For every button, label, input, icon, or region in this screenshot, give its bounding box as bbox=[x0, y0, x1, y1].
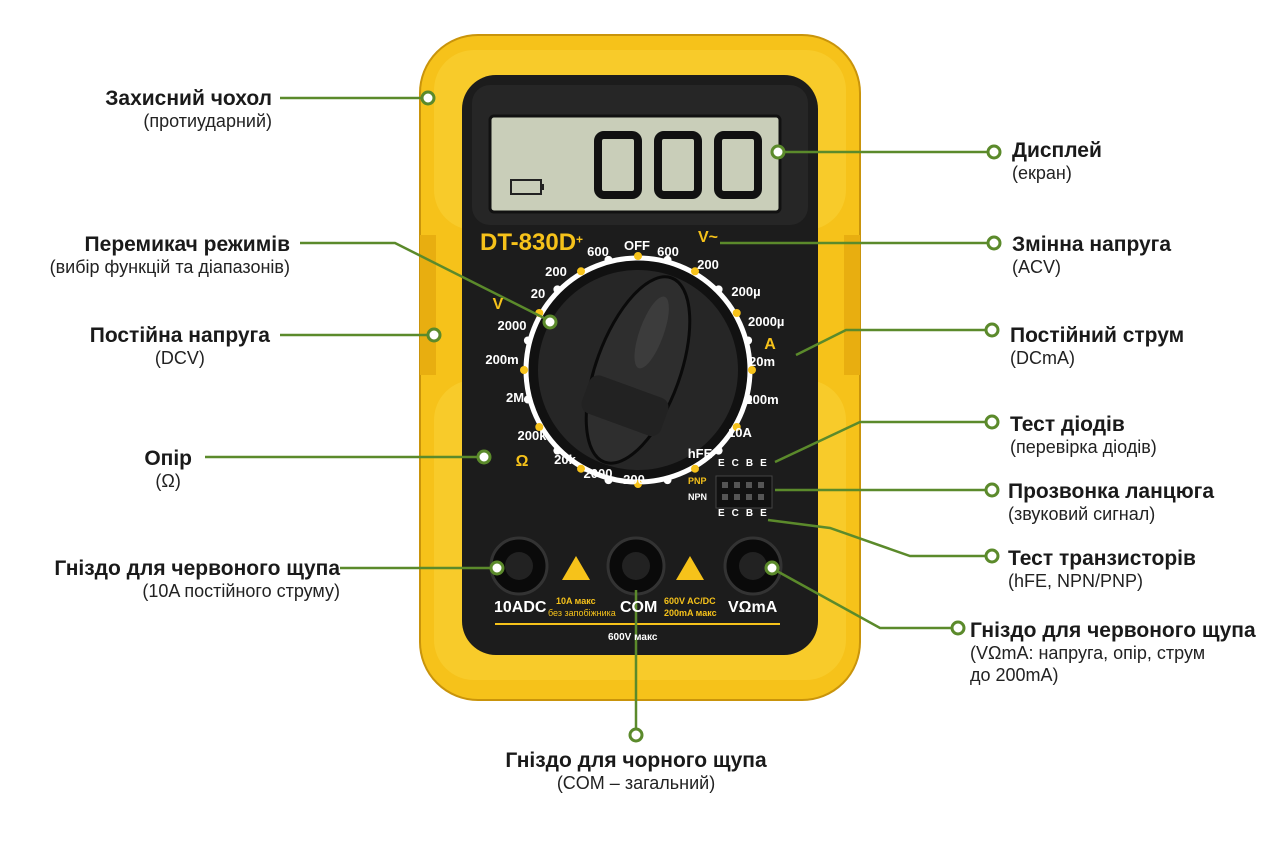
model-name: DT-830D+ bbox=[480, 229, 584, 256]
transistor-socket[interactable] bbox=[715, 475, 773, 509]
dial-label-v-ac-200: 200 bbox=[697, 257, 719, 272]
display-digits bbox=[594, 131, 762, 199]
dial-tick bbox=[663, 476, 672, 485]
callout-ohm: Опір(Ω) bbox=[144, 447, 192, 492]
dial-tick bbox=[604, 255, 613, 264]
jack-label-com: COM bbox=[620, 599, 658, 616]
dial-label-a-2000u: 2000µ bbox=[748, 314, 785, 329]
dial-label-r-2000: 2000 bbox=[583, 466, 613, 481]
dial-label-a-dc-sym: A bbox=[764, 336, 776, 353]
dial-tick bbox=[744, 395, 753, 404]
warning-icon bbox=[562, 556, 590, 580]
warn-left-line2: без запобіжника bbox=[548, 608, 616, 618]
callout-black-com: Гніздо для чорного щупа(COM – загальний) bbox=[505, 749, 767, 794]
callout-display: Дисплей(екран) bbox=[1012, 139, 1102, 184]
warning-icon bbox=[676, 556, 704, 580]
dial-tick bbox=[523, 395, 532, 404]
warn-right-line2: 200mA макс bbox=[664, 608, 717, 618]
meter-body bbox=[462, 75, 818, 655]
callout-red-10a: Гніздо для червоного щупа(10A постійного… bbox=[54, 557, 340, 602]
dial-tick bbox=[714, 285, 723, 294]
max-voltage-label: 600V макс bbox=[608, 632, 658, 643]
dial-label-v-dc-sym: V bbox=[492, 296, 504, 313]
dial-label-v-ac-600: 600 bbox=[657, 244, 679, 259]
dial-label-r-200: 200 bbox=[623, 472, 645, 487]
callout-case: Захисний чохол(протиударний) bbox=[105, 87, 272, 132]
callout-dcma: Постійний струм(DCmA) bbox=[1010, 324, 1185, 369]
dial-tick bbox=[634, 480, 642, 488]
socket-row-top: ECBE bbox=[718, 458, 774, 469]
dial-label-r-200k: 200k bbox=[517, 428, 547, 443]
dial-label-r-20k: 20k bbox=[554, 452, 576, 467]
dial-label-v-dc-600: 600 bbox=[587, 244, 609, 259]
dial-tick bbox=[732, 309, 741, 317]
dial-tick bbox=[577, 267, 585, 276]
dial-tick bbox=[663, 255, 672, 264]
dial-label-v-dc-20: 20 bbox=[530, 286, 546, 301]
callout-switch: Перемикач режимів(вибір функцій та діапа… bbox=[49, 233, 290, 278]
dial-label-off: OFF bbox=[624, 238, 650, 253]
npn-label: NPN bbox=[688, 492, 708, 502]
callout-diode: Тест діодів(перевірка діодів) bbox=[1010, 413, 1157, 458]
dial-tick bbox=[553, 446, 562, 455]
dial-tick bbox=[732, 423, 741, 431]
callout-red-vohm: Гніздо для червоного щупа (VΩmA: напруга… bbox=[970, 619, 1256, 685]
dial-label-hfe: hFE bbox=[687, 446, 713, 461]
dial-label-v-dc-200m: 200m bbox=[485, 352, 519, 367]
dial-tick bbox=[523, 336, 532, 345]
callout-continuity: Прозвонка ланцюга(звуковий сигнал) bbox=[1008, 480, 1215, 525]
dial-label-a-200m: 200m bbox=[745, 392, 779, 407]
dial-tick bbox=[691, 267, 699, 276]
dial-tick bbox=[604, 476, 613, 485]
callout-acv: Змінна напруга(ACV) bbox=[1012, 233, 1172, 278]
dial-label-a-200u: 200µ bbox=[731, 284, 761, 299]
dial-tick bbox=[691, 464, 699, 473]
dial-label-v-dc-2000: 2000 bbox=[497, 318, 527, 333]
dial-tick bbox=[634, 252, 642, 260]
rotary-knob[interactable] bbox=[565, 264, 711, 477]
jack-com[interactable] bbox=[606, 536, 666, 596]
dial-tick bbox=[748, 366, 756, 374]
warn-left-line1: 10A макс bbox=[556, 596, 596, 606]
socket-row-bottom: ECBE bbox=[718, 508, 774, 519]
dial-label-ohm-sym: Ω bbox=[515, 453, 529, 470]
dial-tick bbox=[577, 464, 585, 473]
dial-ticks bbox=[520, 252, 756, 488]
jack-10adc[interactable] bbox=[489, 536, 549, 596]
dial-label-a-20m: 20m bbox=[748, 354, 776, 369]
dial-tick bbox=[553, 285, 562, 294]
callout-dcv: Постійна напруга(DCV) bbox=[89, 324, 270, 369]
pnp-label: PNP bbox=[688, 476, 707, 486]
warn-right-line1: 600V AC/DC bbox=[664, 596, 716, 606]
dial-tick bbox=[714, 446, 723, 455]
jack-label-vohm: VΩmA bbox=[728, 599, 778, 616]
dial-tick bbox=[744, 336, 753, 345]
callout-lines bbox=[205, 90, 1002, 743]
dial-label-r-2m: 2M bbox=[505, 390, 525, 405]
dial-tick bbox=[520, 366, 528, 374]
dial-label-a-10a: 10A bbox=[728, 425, 752, 440]
jack-vohm-ma[interactable] bbox=[723, 536, 783, 596]
dial-tick bbox=[535, 423, 544, 431]
dial-label-v-dc-200: 200 bbox=[545, 264, 567, 279]
jack-label-10adc: 10ADC bbox=[494, 599, 547, 616]
dial-label-v-ac-sym: V~ bbox=[697, 229, 718, 246]
callout-transistor: Тест транзисторів(hFE, NPN/PNP) bbox=[1008, 547, 1196, 592]
